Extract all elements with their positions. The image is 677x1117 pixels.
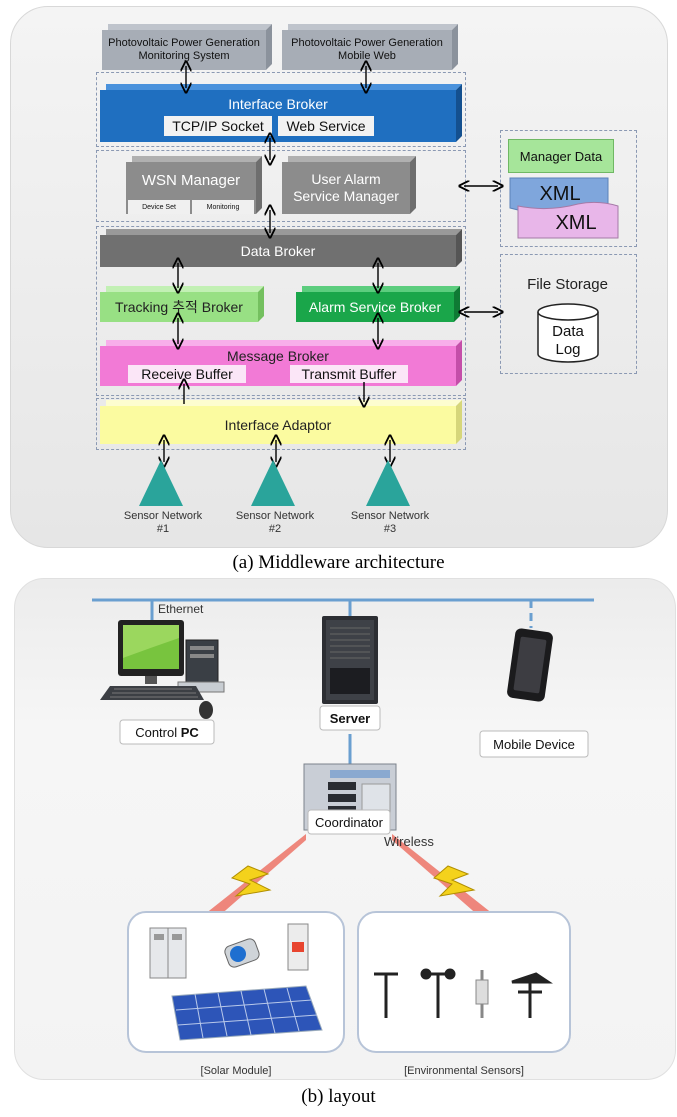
monitoring-system-line2: Monitoring System <box>138 50 230 62</box>
monitoring-system-line1: Photovoltaic Power Generation <box>108 37 260 49</box>
server-label: Server <box>330 711 370 726</box>
coordinator-label: Coordinator <box>315 815 384 830</box>
lightning-left-icon <box>230 865 272 897</box>
mobile-device-icon <box>507 628 553 702</box>
xml-document-2 <box>517 201 619 239</box>
environmental-sensors-label: [Environmental Sensors] <box>404 1065 524 1077</box>
data-broker-box: Data Broker <box>100 229 462 267</box>
environmental-sensor-icons <box>374 968 553 1018</box>
interface-broker-label: Interface Broker <box>228 96 328 112</box>
interface-adaptor-label: Interface Adaptor <box>224 416 332 433</box>
interface-broker-group <box>96 72 466 147</box>
sensor-network-2-label: Sensor Network #2 <box>220 510 330 536</box>
xml-documents: XML XML <box>509 177 619 239</box>
message-broker-box: Message Broker Receive Buffer Transmit B… <box>100 340 462 386</box>
sensor-network-2-num: #2 <box>268 523 282 535</box>
mobile-web-line2: Mobile Web <box>338 50 396 62</box>
data-log-line2: Log <box>555 341 580 358</box>
alarm-service-broker-label: Alarm Service Broker <box>308 298 442 315</box>
inverter-cabinet-icon <box>149 927 187 979</box>
mobile-web-line1: Photovoltaic Power Generation <box>291 37 443 49</box>
xml-label-1: XML <box>539 183 580 205</box>
monitoring-chip: Monitoring <box>192 200 254 214</box>
sensor-network-3-icon <box>366 460 410 506</box>
data-broker-label: Data Broker <box>240 242 316 259</box>
sensor-network-2-name: Sensor Network <box>235 510 315 522</box>
transmit-buffer-chip: Transmit Buffer <box>290 365 408 383</box>
sensor-network-3-num: #3 <box>383 523 397 535</box>
architecture-arrows <box>0 0 677 560</box>
web-service-chip: Web Service <box>278 116 374 136</box>
wsn-manager-label: WSN Manager <box>141 172 241 189</box>
sensor-network-1-name: Sensor Network <box>123 510 203 522</box>
device-set-chip: Device Set <box>128 200 190 214</box>
sensor-network-1-num: #1 <box>156 523 170 535</box>
manager-data-box: Manager Data <box>508 139 614 173</box>
sensor-network-3-label: Sensor Network #3 <box>335 510 445 536</box>
solar-module-label: [Solar Module] <box>201 1065 272 1077</box>
control-pc-icon <box>100 620 225 719</box>
mobile-device-label: Mobile Device <box>493 737 575 752</box>
sensor-network-1-label: Sensor Network #1 <box>108 510 218 536</box>
wireless-label: Wireless <box>384 834 434 849</box>
user-alarm-line1: User Alarm <box>311 171 381 187</box>
caption-b: (b) layout <box>301 1086 376 1107</box>
data-log-line1: Data <box>552 323 584 340</box>
file-storage-label: File Storage <box>527 276 608 293</box>
user-alarm-line2: Service Manager <box>293 188 399 204</box>
breaker-icon <box>287 923 309 971</box>
lightning-right-icon <box>433 865 476 897</box>
motor-icon <box>224 938 260 968</box>
sensor-network-1-icon <box>139 460 183 506</box>
tcp-socket-chip: TCP/IP Socket <box>164 116 272 136</box>
control-pc-label: Control PC <box>135 725 199 740</box>
data-log-cylinder: Data Log <box>537 303 599 363</box>
message-broker-label: Message Broker <box>227 348 329 364</box>
wsn-manager-box: WSN Manager Device Set Monitoring <box>126 156 262 214</box>
ethernet-label: Ethernet <box>158 602 204 616</box>
tracking-broker-label: Tracking 추적 Broker <box>115 298 243 315</box>
xml-label-2: XML <box>555 212 596 234</box>
layout-diagram: Ethernet Control PC Server Mobile Device <box>92 598 594 1077</box>
receive-buffer-chip: Receive Buffer <box>128 365 246 383</box>
server-label-box <box>319 705 381 731</box>
user-alarm-manager-box: User Alarm Service Manager <box>282 156 416 214</box>
interface-broker-box: Interface Broker TCP/IP Socket Web Servi… <box>100 84 462 142</box>
caption-a: (a) Middleware architecture <box>232 552 445 573</box>
control-pc-label-bold: PC <box>181 725 200 740</box>
sensor-network-2-icon <box>251 460 295 506</box>
server-icon <box>322 616 378 704</box>
tracking-broker-box: Tracking 추적 Broker <box>100 286 264 322</box>
control-pc-label-box <box>119 719 215 745</box>
mobile-device-label-box <box>479 730 589 758</box>
solar-panel-icon <box>171 985 323 1041</box>
coordinator-label-box <box>307 809 391 835</box>
environmental-sensors-group <box>357 911 571 1053</box>
control-pc-label-prefix: Control <box>135 725 181 740</box>
sensor-network-3-name: Sensor Network <box>350 510 430 522</box>
